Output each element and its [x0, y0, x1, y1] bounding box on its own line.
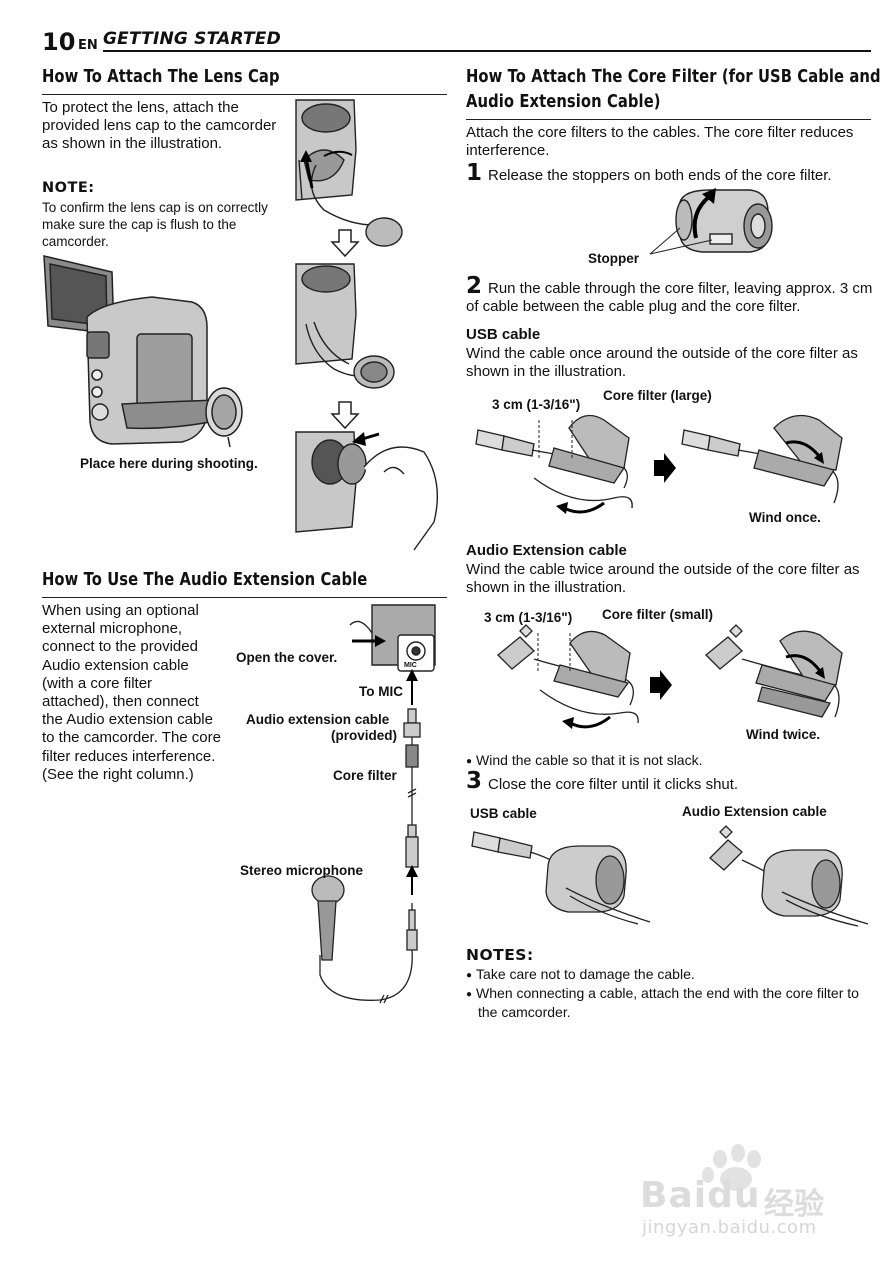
- final-audio-label: Audio Extension cable: [682, 804, 827, 819]
- slack-note: Wind the cable so that it is not slack.: [466, 752, 702, 771]
- usb-cable-text: Wind the cable once around the outside o…: [466, 345, 858, 381]
- page-number: 10: [42, 28, 76, 56]
- audio-ext-heading: How To Use The Audio Extension Cable: [42, 569, 368, 590]
- usb-filter-label: Core filter (large): [603, 388, 712, 403]
- header-rule: [103, 50, 871, 52]
- notes-list: Take care not to damage the cable. When …: [466, 966, 876, 1021]
- caption-place-here: Place here during shooting.: [80, 456, 258, 471]
- usb-wind-illustration: [474, 408, 859, 528]
- label-to-mic: To MIC: [359, 684, 403, 699]
- step-2-text: Run the cable through the core filter, l…: [466, 280, 873, 316]
- lens-cap-note-body: To confirm the lens cap is on correctly …: [42, 200, 268, 249]
- lens-cap-rule: [42, 94, 447, 95]
- label-stereo-mic: Stereo microphone: [240, 863, 364, 878]
- final-usb-label: USB cable: [470, 806, 537, 821]
- watermark-brand-cn: 经验: [764, 1187, 824, 1222]
- audio-dim-label: 3 cm (1-3/16"): [484, 610, 573, 625]
- lens-cap-note-title: NOTE:: [42, 180, 95, 196]
- lens-cap-body: To protect the lens, attach the provided…: [42, 99, 277, 153]
- label-core-filter: Core filter: [333, 768, 397, 783]
- audio-ext-body: When using an optional external micropho…: [42, 602, 221, 783]
- note-item: When connecting a cable, attach the end …: [466, 985, 876, 1021]
- step-3-number: 3: [466, 768, 483, 794]
- microphone-connection-diagram: [300, 604, 450, 1025]
- down-arrow-icon: [330, 228, 360, 258]
- audio-cable-heading: Audio Extension cable: [466, 542, 627, 559]
- core-filter-rule: [466, 119, 871, 120]
- step-3-text: Close the core filter until it clicks sh…: [488, 776, 739, 793]
- audio-wind-label: Wind twice.: [746, 727, 821, 742]
- audio-cable-text: Wind the cable twice around the outside …: [466, 561, 860, 597]
- lens-cap-step1-illustration: [294, 99, 424, 260]
- camcorder-illustration: [42, 252, 247, 448]
- audio-ext-rule: [42, 597, 447, 598]
- step-1-text: Release the stoppers on both ends of the…: [488, 167, 832, 184]
- lens-cap-step2-illustration: [294, 263, 414, 394]
- core-filter-heading-line2: Audio Extension Cable): [466, 91, 661, 112]
- lens-cap-step3-illustration: [294, 431, 444, 552]
- audio-filter-label: Core filter (small): [602, 607, 714, 622]
- watermark: Baidu 经验 jingyan.baidu.com: [640, 1144, 850, 1238]
- usb-cable-heading: USB cable: [466, 326, 541, 343]
- label-open-cover: Open the cover.: [236, 650, 338, 665]
- watermark-url: jingyan.baidu.com: [642, 1217, 817, 1238]
- language-code: EN: [78, 38, 98, 53]
- down-arrow-icon: [330, 400, 360, 430]
- step-2-number: 2: [466, 273, 483, 299]
- label-ext-cable: Audio extension cable: [246, 712, 390, 727]
- notes-title: NOTES:: [466, 946, 534, 964]
- step-1-number: 1: [466, 160, 483, 186]
- core-filter-intro: Attach the core filters to the cables. T…: [466, 124, 854, 160]
- audio-wind-illustration: [490, 624, 860, 745]
- lens-cap-heading: How To Attach The Lens Cap: [42, 66, 280, 87]
- label-stopper: Stopper: [588, 251, 640, 266]
- core-filter-stopper-illustration: [649, 188, 775, 260]
- section-title: GETTING STARTED: [103, 29, 281, 49]
- note-item: Take care not to damage the cable.: [466, 966, 876, 985]
- label-ext-cable-provided: (provided): [331, 728, 397, 743]
- usb-dim-label: 3 cm (1-3/16"): [492, 397, 581, 412]
- usb-wind-label: Wind once.: [749, 510, 821, 525]
- closed-filters-illustration: [470, 825, 870, 927]
- core-filter-heading-line1: How To Attach The Core Filter (for USB C…: [466, 66, 881, 87]
- paw-icon: [702, 1144, 761, 1191]
- label-mic-jack: MIC: [404, 662, 417, 669]
- watermark-brand: Baidu: [640, 1175, 761, 1216]
